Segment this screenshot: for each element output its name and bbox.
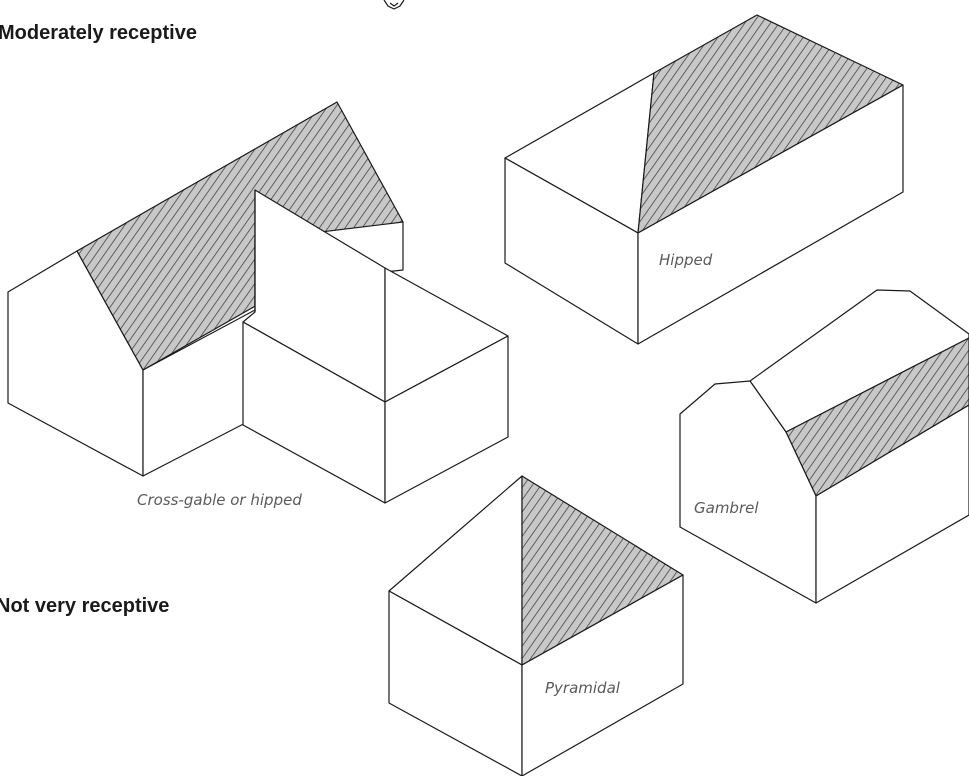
- gambrel-end-wall: [679, 380, 817, 604]
- pyramidal-left-wall: [388, 590, 523, 776]
- label-hipped: Hipped: [659, 251, 713, 269]
- label-gambrel: Gambrel: [694, 499, 759, 517]
- hipped-house: [504, 14, 904, 345]
- label-cross-gable: Cross-gable or hipped: [137, 491, 302, 509]
- gambrel-house: [679, 289, 969, 604]
- gambrel-side-wall: [815, 404, 969, 604]
- label-pyramidal: Pyramidal: [545, 679, 621, 697]
- heading-moderately-receptive: Moderately receptive: [0, 22, 197, 44]
- cross-gable-house: [7, 101, 509, 504]
- pyramidal-right-wall: [521, 574, 684, 776]
- hipped-side-wall: [637, 84, 904, 345]
- cropped-top-icon: [383, 0, 405, 10]
- pyramidal-house: [388, 475, 684, 776]
- heading-not-very-receptive: Not very receptive: [0, 595, 169, 617]
- cross-gable-wing-side-wall: [384, 335, 509, 504]
